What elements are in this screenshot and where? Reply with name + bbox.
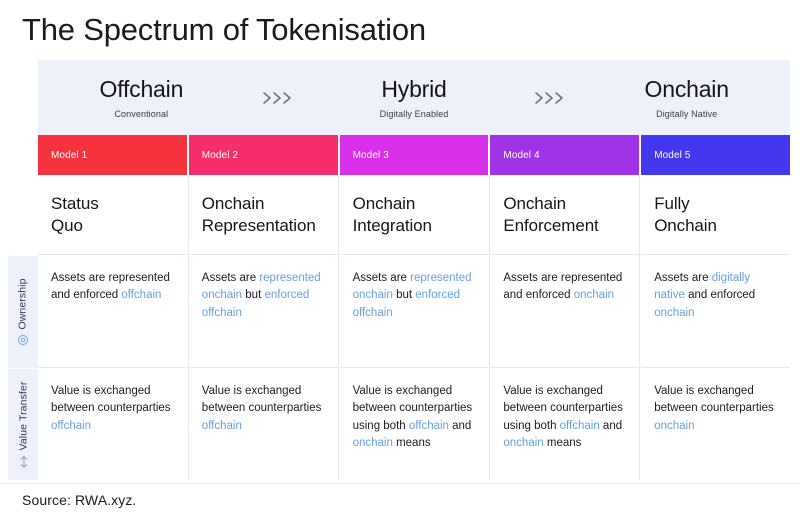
model-chip-label: Model 5 <box>654 149 691 161</box>
body-text: Assets are <box>654 272 712 284</box>
column-separator <box>489 175 490 480</box>
highlighted-term: onchain <box>654 306 695 319</box>
body-text: Value is exchanged between counterpartie… <box>51 385 171 415</box>
model-chip-2[interactable]: Model 2 <box>188 135 338 175</box>
value-transfer-cell-3: Value is exchanged between counterpartie… <box>339 368 489 480</box>
model-name-line: Quo <box>51 215 83 235</box>
model-name-line: Integration <box>352 215 432 235</box>
highlighted-term: enforced offchain <box>201 289 310 319</box>
body-text: Value is exchanged between counterpartie… <box>201 385 322 415</box>
model-name-line: Status <box>51 194 99 213</box>
model-name-line: Representation <box>201 215 316 235</box>
body-text: and <box>599 419 623 432</box>
row-label-text: Value Transfer <box>17 381 30 450</box>
ownership-cell-5: Assets are digitally native and enforced… <box>641 255 790 368</box>
value-transfer-cell-1: Value is exchanged between counterpartie… <box>38 368 187 480</box>
model-chip-5[interactable]: Model 5 <box>641 135 790 175</box>
body-text: Value is exchanged between counterpartie… <box>654 385 774 415</box>
body-text: but <box>242 289 265 302</box>
ownership-cell-4: Assets are represented and enforced onch… <box>490 255 640 368</box>
model-chip-label: Model 4 <box>503 149 540 161</box>
body-text: Value is exchanged between counterpartie… <box>352 385 473 432</box>
model-comparison-grid: Model 1 Model 2 Model 3 Model 4 Model 5 Statu… <box>38 135 790 480</box>
model-chip-1[interactable]: Model 1 <box>38 135 187 175</box>
body-text: Assets are represented and enforced <box>51 272 170 302</box>
body-text: means <box>543 437 582 450</box>
value-transfer-cell-2: Value is exchanged between counterpartie… <box>188 368 338 480</box>
highlighted-term: offchain <box>121 289 162 302</box>
ownership-cell-1: Assets are represented and enforced offc… <box>38 255 187 368</box>
highlighted-term: represented onchain <box>352 272 472 302</box>
model-chip-label: Model 2 <box>201 149 239 161</box>
body-text: Assets are <box>352 272 411 284</box>
model-chip-3[interactable]: Model 3 <box>339 135 489 175</box>
triple-chevron-right-icon <box>245 91 311 105</box>
model-name-line: Onchain <box>201 194 265 213</box>
phase-subtitle: Digitally Native <box>656 109 718 119</box>
highlighted-term: onchain <box>352 437 393 450</box>
body-text: Assets are <box>201 272 260 284</box>
body-text: Value is exchanged between counterpartie… <box>503 385 623 432</box>
row-label-value-transfer: Value Transfer <box>8 369 38 480</box>
phase-header-band: Offchain Conventional Hybrid Digitally E… <box>38 60 790 135</box>
phase-name: Hybrid <box>381 76 447 102</box>
body-text: Assets are represented and enforced <box>503 272 623 302</box>
ownership-cell-2: Assets are represented onchain but enfor… <box>188 255 338 368</box>
ownership-circle-icon <box>17 334 29 346</box>
body-text: and <box>448 419 472 432</box>
row-label-ownership: Ownership <box>8 256 38 368</box>
phase-name: Onchain <box>644 76 729 102</box>
model-chip-4[interactable]: Model 4 <box>490 135 640 175</box>
phase-name: Offchain <box>99 76 184 102</box>
highlighted-term: offchain <box>408 419 449 432</box>
body-text: and enforced <box>684 289 756 302</box>
highlighted-term: onchain <box>573 289 615 302</box>
highlighted-term: onchain <box>654 419 695 432</box>
highlighted-term: offchain <box>51 419 92 432</box>
highlighted-term: digitally native <box>654 272 751 302</box>
phase-onchain: Onchain Digitally Native <box>583 76 790 119</box>
row-label-text: Ownership <box>17 278 29 330</box>
phase-offchain: Offchain Conventional <box>38 76 245 119</box>
ownership-cell-3: Assets are represented onchain but enfor… <box>339 255 489 368</box>
highlighted-term: enforced offchain <box>352 289 461 319</box>
model-chip-label: Model 3 <box>352 149 389 161</box>
model-name-line: Enforcement <box>503 215 599 235</box>
column-separator <box>338 175 339 480</box>
model-name-line: Onchain <box>503 194 567 213</box>
model-chip-label: Model 1 <box>51 149 88 161</box>
model-name-line: Onchain <box>352 194 416 213</box>
value-transfer-arrows-icon <box>18 455 29 468</box>
column-separator <box>639 175 640 480</box>
highlighted-term: offchain <box>559 419 600 432</box>
highlighted-term: onchain <box>503 437 544 450</box>
body-text: means <box>392 437 431 450</box>
source-caption: Source: RWA.xyz. <box>22 492 137 508</box>
page-title: The Spectrum of Tokenisation <box>22 12 426 47</box>
phase-hybrid: Hybrid Digitally Enabled <box>311 76 518 119</box>
highlighted-term: represented onchain <box>201 272 321 302</box>
column-separator <box>188 175 189 480</box>
model-name-line: Onchain <box>654 215 717 235</box>
highlighted-term: offchain <box>201 419 242 432</box>
model-name-line: Fully <box>654 194 690 213</box>
footer-divider <box>0 483 800 484</box>
value-transfer-cell-5: Value is exchanged between counterpartie… <box>641 368 790 480</box>
phase-subtitle: Digitally Enabled <box>379 109 449 119</box>
phase-subtitle: Conventional <box>114 109 169 119</box>
value-transfer-cell-4: Value is exchanged between counterpartie… <box>490 368 640 480</box>
body-text: but <box>392 289 416 302</box>
triple-chevron-right-icon <box>517 91 583 105</box>
